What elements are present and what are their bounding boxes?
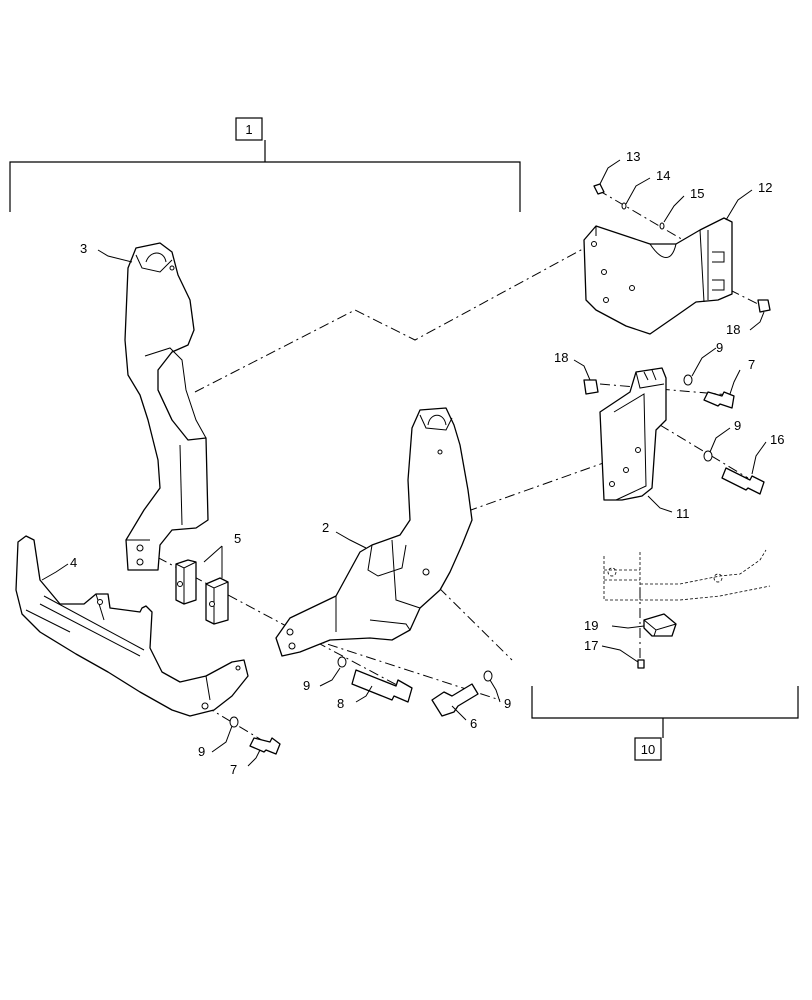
assembly-1-label[interactable]: 1 [245,122,252,137]
callout-18-upper[interactable]: 18 [726,322,740,337]
leader-lines [41,159,767,767]
assembly-1-bracket: 1 [9,117,521,212]
part-19-clip [603,549,771,669]
callout-9-upper[interactable]: 9 [716,340,723,355]
callout-9-left-center[interactable]: 9 [303,678,310,693]
callout-13[interactable]: 13 [626,149,640,164]
part-3-support-arm [124,242,209,571]
assembly-10-bracket: 10 [531,686,799,761]
callout-9-lower-left[interactable]: 9 [198,744,205,759]
callout-15[interactable]: 15 [690,186,704,201]
callout-14[interactable]: 14 [656,168,670,183]
assembly-10-label[interactable]: 10 [641,742,655,757]
callout-3[interactable]: 3 [80,241,87,256]
callout-5[interactable]: 5 [234,531,241,546]
part-12-mount-plate [583,217,733,335]
callout-16[interactable]: 16 [770,432,784,447]
callout-6[interactable]: 6 [470,716,477,731]
part-2-center-bracket [275,407,473,657]
part-4-cradle [15,535,249,717]
callout-9-middle[interactable]: 9 [734,418,741,433]
callout-7-upper[interactable]: 7 [748,357,755,372]
callout-labels: 3 2 4 5 13 14 15 12 18 18 9 7 9 16 11 19… [70,149,784,777]
callout-7-lower-left[interactable]: 7 [230,762,237,777]
callout-11[interactable]: 11 [676,506,690,521]
callout-17[interactable]: 17 [584,638,598,653]
part-5-spacer-blocks [175,559,229,625]
callout-18-lower[interactable]: 18 [554,350,568,365]
callout-4[interactable]: 4 [70,555,77,570]
hardware [229,183,771,755]
callout-2[interactable]: 2 [322,520,329,535]
callout-12[interactable]: 12 [758,180,772,195]
part-11-channel-bracket [599,367,667,501]
callout-19[interactable]: 19 [584,618,598,633]
callout-8[interactable]: 8 [337,696,344,711]
callout-9-right-center[interactable]: 9 [504,696,511,711]
